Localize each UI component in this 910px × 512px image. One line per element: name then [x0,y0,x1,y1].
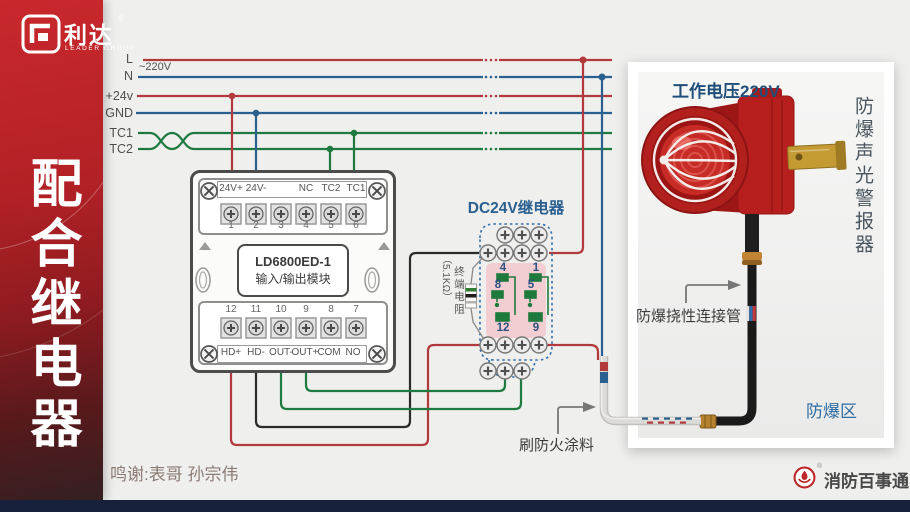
panel-zone-label: 防爆区 [806,402,857,421]
terminal-number: 12 [225,304,237,315]
relay-pin-number: 1 [532,262,540,274]
fire-brand-icon [793,466,816,489]
bottom-bar [0,500,910,512]
credit-text: 鸣谢:表哥 孙宗伟 [110,465,239,484]
module-model: LD6800ED-1 [255,254,331,269]
relay-pin-number: 8 [494,279,502,291]
relay-title: DC24V继电器 [467,200,565,217]
bus-label-gnd: GND [105,106,133,120]
resistor-value: （5.1KΩ） [440,254,451,303]
brand-registered-mark: ® [817,463,823,470]
terminal-label: NO [345,347,361,358]
logo-text-en: LEADER GROUP [65,45,136,52]
brand-name: 消防百事通 [824,472,909,491]
leader-logo-icon [21,14,61,54]
terminal-label: 24V- [245,183,267,194]
bus-label-tc1: TC1 [109,126,133,140]
logo-registered-mark: ® [118,14,124,23]
terminal-resistor [465,252,488,345]
sidebar [0,0,103,500]
logo-text-cn: 利达 [64,22,114,48]
relay-pin-number: 12 [496,322,510,334]
bus-label-tc2: TC2 [109,142,133,156]
conduit-label: 防爆挠性连接管 [636,308,742,325]
terminal-number: 1 [228,220,234,231]
panel-voltage-label: 工作电压220V [672,82,780,101]
terminal-number: 5 [328,220,334,231]
sidebar-title: 配合继电器 [22,156,80,456]
fireproof-label: 刷防火涂料 [519,437,595,454]
terminal-number: 4 [303,220,309,231]
module-supply-wires [230,96,356,170]
relay-pin-number: 9 [532,322,540,334]
relay-pin-number: 5 [527,279,535,291]
terminal-number: 6 [353,220,359,231]
junction-dots [228,56,606,153]
module-nameplate: LD6800ED-1 输入/输出模块 [237,244,349,297]
resistor-label: 终端电阻 [453,266,465,316]
terminal-label: TC2 [321,183,341,194]
terminal-number: 7 [353,304,359,315]
terminal-label: NC [298,183,314,194]
bus-voltage-note: ~220V [139,61,172,73]
bus-label-n: N [123,69,133,83]
bus-label-l: L [126,52,133,66]
bus-label-24v: +24v [105,89,133,103]
panel-background [638,72,884,438]
terminal-label: TC1 [346,183,366,194]
panel-device-label: 防爆声光警报器 [852,96,873,257]
relay-pin-number: 4 [499,262,507,274]
bus-lines [136,58,612,151]
terminal-label: 24V+ [219,183,243,194]
terminal-number: 2 [253,220,259,231]
bus-break-dots [484,58,498,151]
terminal-number: 3 [278,220,284,231]
module-type-label: 输入/输出模块 [255,272,331,286]
